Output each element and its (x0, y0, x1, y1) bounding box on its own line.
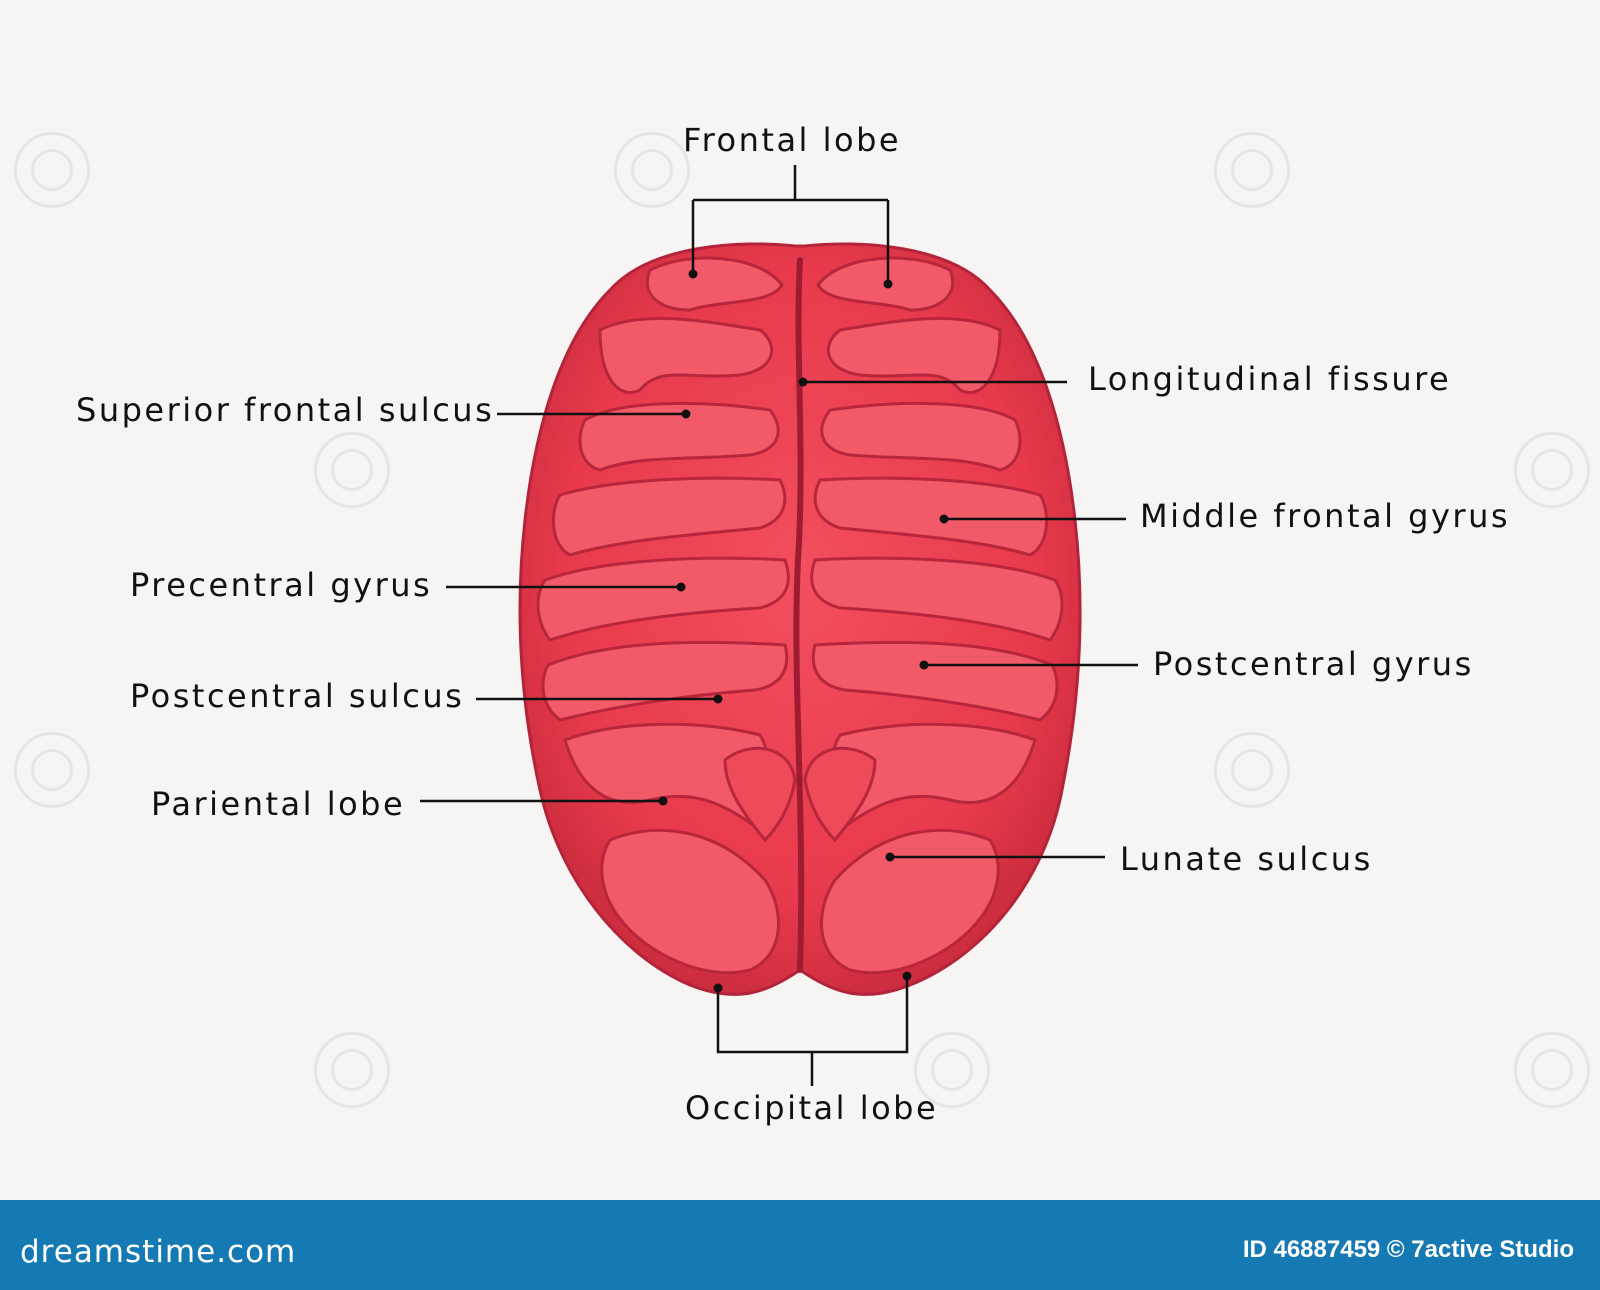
watermark-icon (1214, 732, 1290, 808)
gyrus-shape (541, 640, 789, 722)
leader-dot (902, 971, 912, 981)
diagram-stage: Frontal lobe Longitudinal fissure Superi… (14, 121, 1590, 1127)
gyrus-shape (723, 746, 797, 843)
leader-line-frontal-lobe (691, 165, 890, 284)
gyrus-shape (578, 401, 780, 472)
watermark-icon (14, 732, 90, 808)
label-postcentral-sulcus: Postcentral sulcus (130, 677, 465, 715)
label-superior-frontal-sulcus: Superior frontal sulcus (76, 391, 495, 429)
gyrus-shape (826, 317, 1002, 394)
leader-dot (883, 279, 893, 289)
watermark-icon (314, 432, 390, 508)
watermark-icon (614, 132, 690, 208)
label-longitudinal-fissure: Longitudinal fissure (1088, 360, 1452, 398)
gyrus-shape (598, 317, 774, 394)
label-frontal-lobe: Frontal lobe (683, 121, 902, 159)
watermark-icon (1514, 1032, 1590, 1108)
label-pariental-lobe: Pariental lobe (151, 785, 406, 823)
watermark-icon (314, 1032, 390, 1108)
gyrus-shape (820, 828, 1000, 975)
footer-logo[interactable]: dreamstime.com (20, 1234, 297, 1270)
footer-bar: dreamstime.com ID 46887459 © 7active Stu… (0, 1200, 1600, 1290)
watermark-icon (14, 132, 90, 208)
leader-dot (919, 660, 929, 670)
leader-dot (885, 852, 895, 862)
gyrus-shape (551, 476, 787, 557)
leader-dot (681, 409, 691, 419)
gyrus-shape (820, 401, 1022, 472)
label-lunate-sulcus: Lunate sulcus (1120, 840, 1373, 878)
leader-dot (676, 582, 686, 592)
footer-credit: ID 46887459 © 7active Studio (1242, 1236, 1574, 1263)
leader-dot (713, 694, 723, 704)
label-precentral-gyrus: Precentral gyrus (130, 566, 433, 604)
gyrus-shape (536, 556, 790, 642)
brain-diagram (420, 165, 1138, 1086)
leader-dot (798, 377, 808, 387)
gyrus-shape (645, 256, 784, 312)
gyrus-shape (803, 746, 877, 843)
longitudinal-fissure-line (793, 257, 805, 973)
leader-line-occipital-lobe (716, 976, 909, 1086)
leader-dot (658, 796, 668, 806)
label-postcentral-gyrus: Postcentral gyrus (1153, 645, 1474, 683)
brain-illustration (518, 242, 1082, 996)
watermark-icon (914, 1032, 990, 1108)
leader-dot (939, 514, 949, 524)
watermark-icon (1514, 432, 1590, 508)
leader-dot (688, 269, 698, 279)
gyrus-shape (810, 556, 1064, 642)
leader-dot (713, 983, 723, 993)
label-middle-frontal-gyrus: Middle frontal gyrus (1140, 497, 1511, 535)
watermark-icon (1214, 132, 1290, 208)
gyrus-shape (811, 640, 1059, 722)
gyrus-shape (813, 476, 1049, 557)
label-occipital-lobe: Occipital lobe (685, 1089, 939, 1127)
gyrus-shape (600, 828, 780, 975)
